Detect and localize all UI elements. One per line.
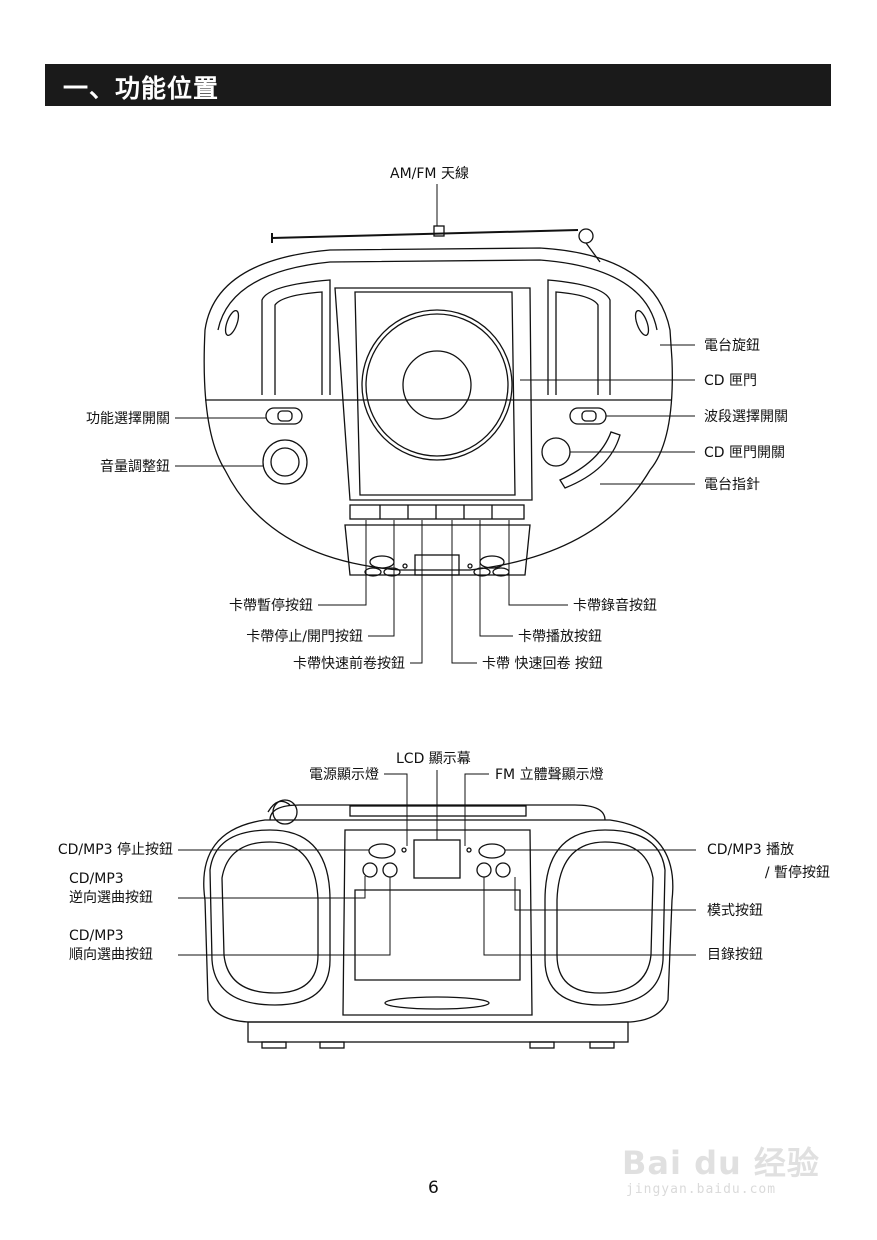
- label-function-switch: 功能選擇開關: [86, 411, 170, 427]
- label-cd-next-line1: CD/MP3: [69, 928, 124, 944]
- watermark-url: jingyan.baidu.com: [626, 1182, 777, 1197]
- label-antenna: AM/FM 天線: [390, 166, 469, 182]
- section-title-bar: 一、功能位置: [45, 64, 831, 106]
- top-view-boombox: [203, 225, 673, 577]
- top-view-leader-lines: [175, 184, 695, 664]
- label-fm-stereo-led: FM 立體聲顯示燈: [495, 767, 604, 783]
- label-volume-knob: 音量調整鈕: [100, 459, 170, 475]
- label-tuning-pointer: 電台指針: [704, 477, 760, 493]
- label-band-switch: 波段選擇開關: [704, 409, 788, 425]
- label-tape-rewind: 卡帶 快速回卷 按鈕: [482, 656, 603, 672]
- label-cd-prev-line2: 逆向選曲按鈕: [69, 890, 153, 906]
- label-cd-play-line1: CD/MP3 播放: [707, 842, 795, 858]
- label-mode: 模式按鈕: [707, 903, 763, 919]
- front-view-leader-lines: [178, 770, 696, 956]
- label-program: 目錄按鈕: [707, 947, 763, 963]
- label-tape-play: 卡帶播放按鈕: [518, 629, 602, 645]
- section-title: 一、功能位置: [63, 74, 220, 103]
- label-cd-door: CD 匣門: [704, 373, 758, 389]
- label-cd-play-line2: / 暫停按鈕: [764, 865, 830, 881]
- label-tape-stop-eject: 卡帶停止/開門按鈕: [246, 629, 363, 645]
- label-tape-pause: 卡帶暫停按鈕: [229, 598, 313, 614]
- label-lcd: LCD 顯示幕: [396, 751, 471, 767]
- label-cd-prev-line1: CD/MP3: [69, 871, 124, 887]
- label-tape-record: 卡帶錄音按鈕: [573, 598, 657, 614]
- label-cd-next-line2: 順向選曲按鈕: [69, 947, 153, 963]
- watermark-logo-text: Bai du 经验: [622, 1144, 820, 1182]
- label-cd-door-open: CD 匣門開關: [704, 445, 786, 461]
- label-tuning-knob: 電台旋鈕: [704, 338, 760, 354]
- label-power-led: 電源顯示燈: [309, 767, 379, 783]
- label-cd-stop: CD/MP3 停止按鈕: [57, 842, 173, 858]
- page-number: 6: [428, 1178, 439, 1198]
- watermark: Bai du 经验 jingyan.baidu.com: [622, 1128, 832, 1208]
- front-view-boombox: [203, 799, 674, 1049]
- label-tape-ffwd: 卡帶快速前卷按鈕: [293, 656, 405, 672]
